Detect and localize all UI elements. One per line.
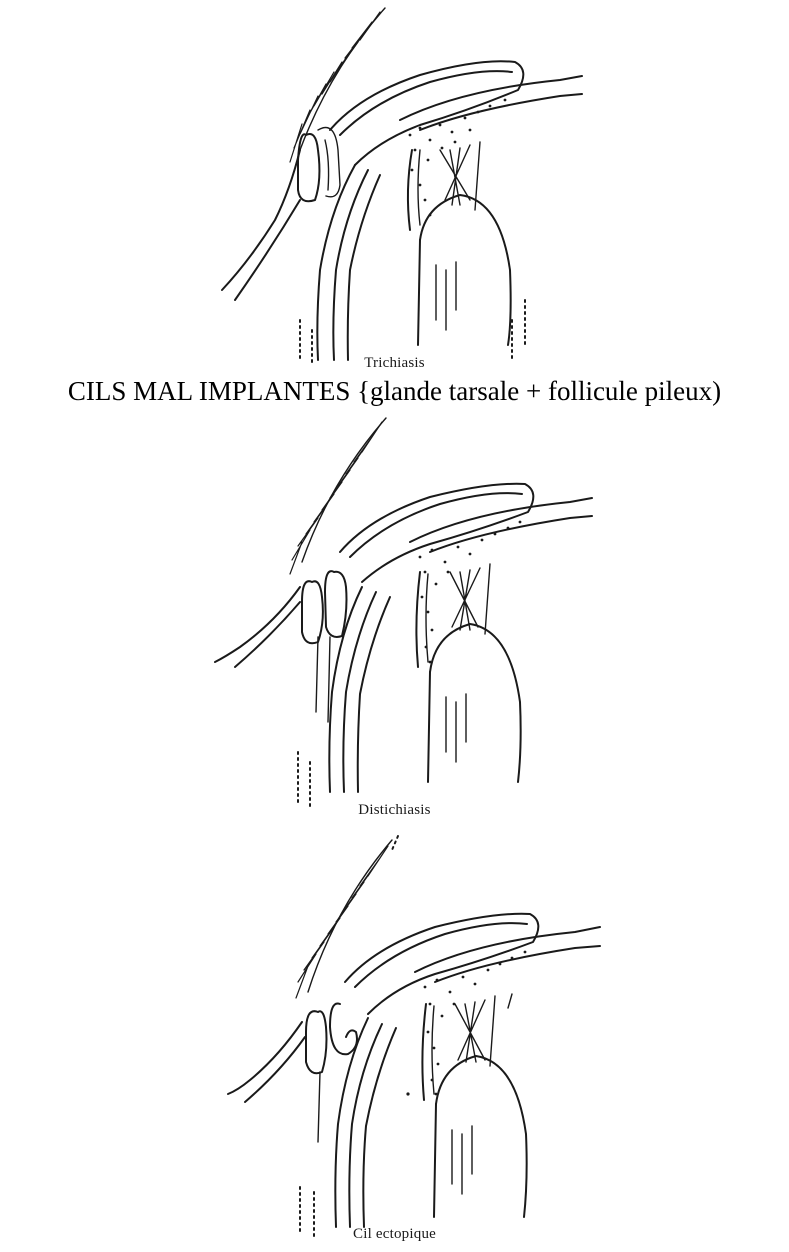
figure-trichiasis: Trichiasis bbox=[0, 0, 789, 380]
page-heading: CILS MAL IMPLANTES {glande tarsale + fol… bbox=[0, 376, 789, 407]
trichiasis-illustration bbox=[0, 0, 789, 380]
caption-cil-ectopique: Cil ectopique bbox=[0, 1226, 789, 1243]
cil-ectopique-illustration bbox=[0, 832, 789, 1252]
figure-distichiasis: Distichiasis bbox=[0, 412, 789, 822]
caption-trichiasis: Trichiasis bbox=[0, 355, 789, 372]
caption-distichiasis: Distichiasis bbox=[0, 802, 789, 819]
figure-cil-ectopique: Cil ectopique bbox=[0, 832, 789, 1252]
distichiasis-illustration bbox=[0, 412, 789, 822]
